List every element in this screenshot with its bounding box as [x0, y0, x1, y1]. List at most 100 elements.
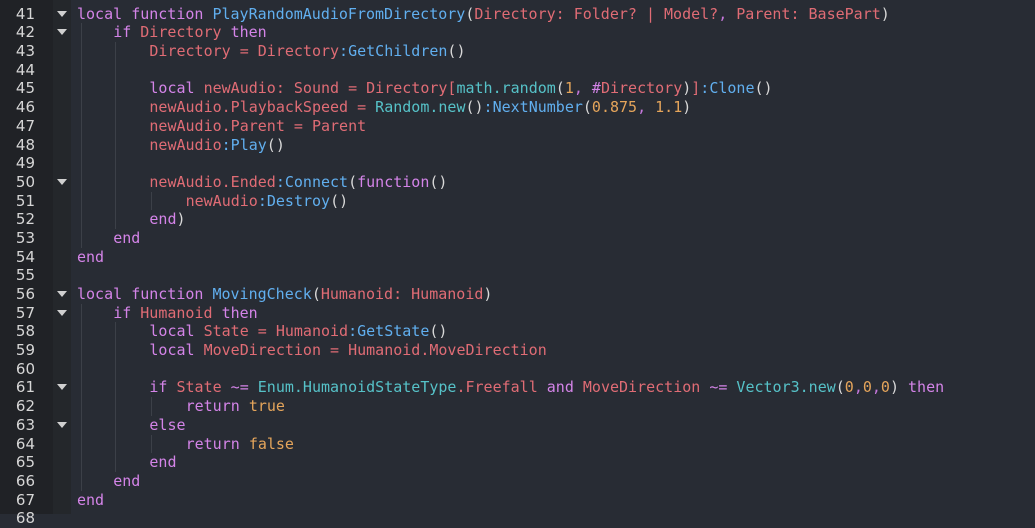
token: Enum.HumanoidStateType [257, 378, 457, 397]
indent-guide [81, 453, 82, 472]
fold-arrow-icon[interactable] [57, 10, 67, 17]
token: newAudio [149, 135, 222, 154]
line-number: 66 [15, 471, 35, 490]
indent-guide [81, 303, 82, 323]
code-text: local newAudio: Sound = Directory[math.r… [149, 79, 772, 98]
code-text: end [77, 491, 104, 510]
token: :Connect [275, 172, 349, 191]
token: return [185, 397, 249, 416]
fold-arrow-icon[interactable] [57, 29, 67, 36]
token: then [221, 303, 258, 322]
token: Directory = Directory [149, 42, 340, 61]
code-text: Directory = Directory:GetChildren() [149, 42, 465, 61]
token: ( [465, 4, 475, 23]
fold-arrow-icon[interactable] [57, 421, 67, 428]
line-number: 48 [15, 135, 35, 154]
code-text: newAudio.PlaybackSpeed = Random.new():Ne… [149, 98, 691, 117]
token: newAudio: Sound = Directory[ [203, 79, 457, 98]
token: ) [176, 210, 186, 229]
indent-guide [115, 378, 117, 398]
line-number: 54 [15, 247, 35, 266]
indent-guide [115, 98, 117, 117]
token: 0.875 [591, 98, 638, 117]
token: local [77, 285, 132, 303]
token: ) [682, 79, 692, 98]
line-number: 60 [15, 359, 35, 378]
token: MoveDirection [582, 378, 710, 397]
indent-guide [115, 322, 117, 342]
line-number: 50 [15, 172, 35, 191]
code-text: if Humanoid then [113, 304, 258, 323]
token: , [573, 79, 592, 98]
indent-guide [115, 42, 117, 61]
line-number: 56 [15, 285, 35, 303]
indent-guide [81, 135, 82, 155]
indent-guide [115, 453, 117, 472]
token: ( [311, 285, 321, 303]
indent-guide [115, 397, 117, 416]
token: newAudio.PlaybackSpeed = [149, 98, 376, 117]
token: ) [889, 378, 909, 397]
fold-arrow-icon[interactable] [57, 384, 67, 391]
code-text: end [149, 453, 176, 472]
token: 1 [564, 79, 574, 98]
token: :Play [221, 135, 267, 154]
code-text: else [149, 416, 185, 435]
line-number: 40 [0, 0, 35, 5]
indent-guide [151, 397, 153, 416]
token: ) [483, 285, 493, 303]
token: # [591, 79, 601, 98]
indent-guide [115, 60, 117, 80]
fold-arrow-icon[interactable] [57, 291, 67, 297]
indent-guide [81, 23, 82, 43]
token: 0 [862, 378, 872, 397]
code-text: return false [186, 435, 294, 454]
line-number: 44 [15, 60, 35, 79]
line-number: 67 [15, 490, 35, 509]
indent-guide [81, 172, 82, 192]
fold-arrow-icon[interactable] [57, 178, 67, 185]
indent-guide [115, 172, 117, 192]
token: :NextNumber [483, 98, 583, 117]
line-number: 64 [15, 434, 35, 453]
line-number: 52 [15, 210, 35, 229]
indent-guide [115, 210, 117, 229]
token: math.random [456, 79, 556, 98]
token: Directory: Folder? | Model? [474, 4, 719, 23]
line-number: 43 [15, 42, 35, 61]
token: Vector3.new [736, 378, 836, 397]
token: () [429, 172, 448, 191]
token: 1.1 [655, 98, 683, 117]
token: ) [682, 98, 692, 117]
token: () [330, 191, 349, 210]
token: .Freefall [456, 378, 547, 397]
token: function [357, 172, 430, 191]
token: State = Humanoid [203, 322, 349, 341]
token: ( [582, 98, 592, 117]
token: end [113, 471, 141, 490]
token: function [131, 4, 213, 23]
line-number: 55 [15, 266, 35, 285]
token: local [77, 4, 132, 23]
token: ] [691, 79, 701, 98]
token: ( [555, 79, 565, 98]
indent-guide [81, 42, 82, 61]
token: true [248, 397, 285, 416]
token: local [149, 79, 204, 98]
token: return [185, 434, 249, 453]
fold-arrow-icon[interactable] [57, 309, 67, 316]
token: MoveDirection = Humanoid.MoveDirection [203, 341, 547, 360]
code-text: if Directory then [113, 23, 267, 42]
token: () [447, 42, 466, 61]
indent-guide [81, 434, 82, 454]
indent-guide [115, 191, 117, 211]
token: , [871, 378, 881, 397]
indent-guide [81, 359, 82, 379]
indent-guide [115, 359, 117, 379]
token: then [908, 378, 945, 397]
token: if [113, 23, 141, 42]
indent-guide [81, 154, 82, 173]
fold-column [53, 0, 71, 514]
token: :GetState [348, 322, 430, 341]
